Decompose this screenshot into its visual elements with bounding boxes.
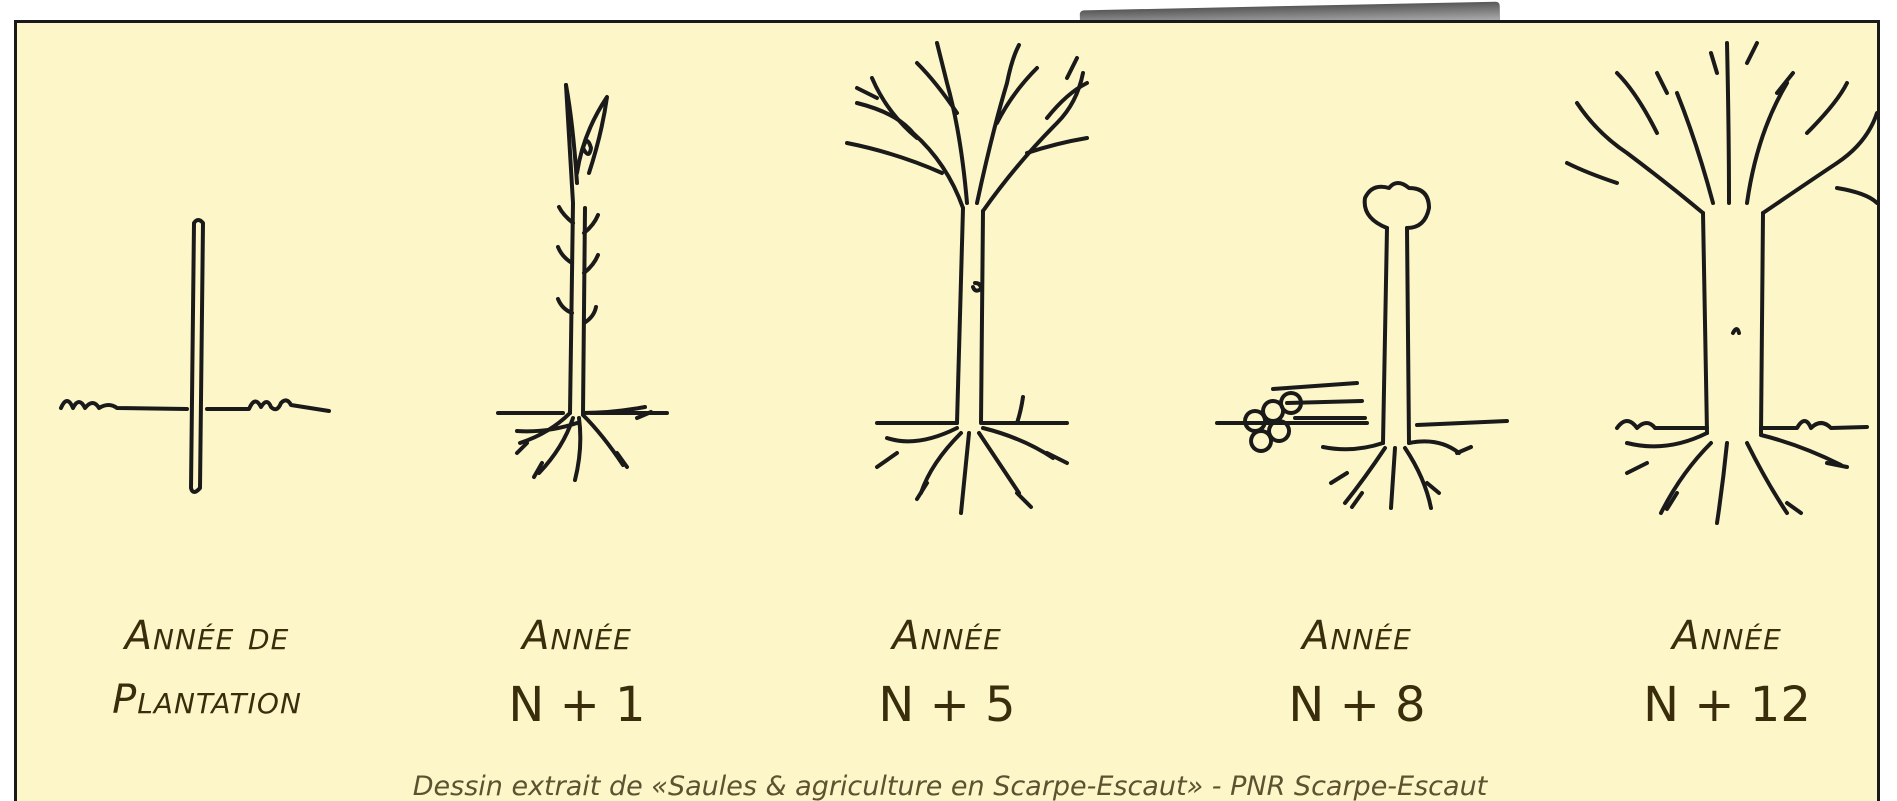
tree-year-5-illustration [847, 43, 1087, 513]
stage-n8-year: N + 8 [1267, 677, 1447, 733]
stage-planting-title: Année de [77, 613, 337, 659]
stage-n12-label: Année N + 12 [1617, 613, 1837, 733]
stage-n5-label: Année N + 5 [857, 613, 1037, 733]
stage-n1-label: Année N + 1 [487, 613, 667, 733]
credit-caption: Dessin extrait de «Saules & agriculture … [17, 771, 1880, 801]
tree-year-12-illustration [1567, 43, 1877, 523]
stage-n12-title: Année [1617, 613, 1837, 659]
stage-n5-year: N + 5 [857, 677, 1037, 733]
tree-year-1-illustration [498, 85, 667, 480]
stage-n8-title: Année [1267, 613, 1447, 659]
illustration-panel: Année de Plantation Année N + 1 Année N … [14, 20, 1880, 801]
stage-planting-label: Année de Plantation [77, 613, 337, 723]
cutting-illustration [61, 220, 329, 492]
stage-planting-subtitle: Plantation [77, 677, 337, 723]
stage-n5-title: Année [857, 613, 1037, 659]
stage-n1-title: Année [487, 613, 667, 659]
stage-n8-label: Année N + 8 [1267, 613, 1447, 733]
stage-n12-year: N + 12 [1617, 677, 1837, 733]
stage-n1-year: N + 1 [487, 677, 667, 733]
tree-year-8-illustration [1217, 183, 1507, 508]
